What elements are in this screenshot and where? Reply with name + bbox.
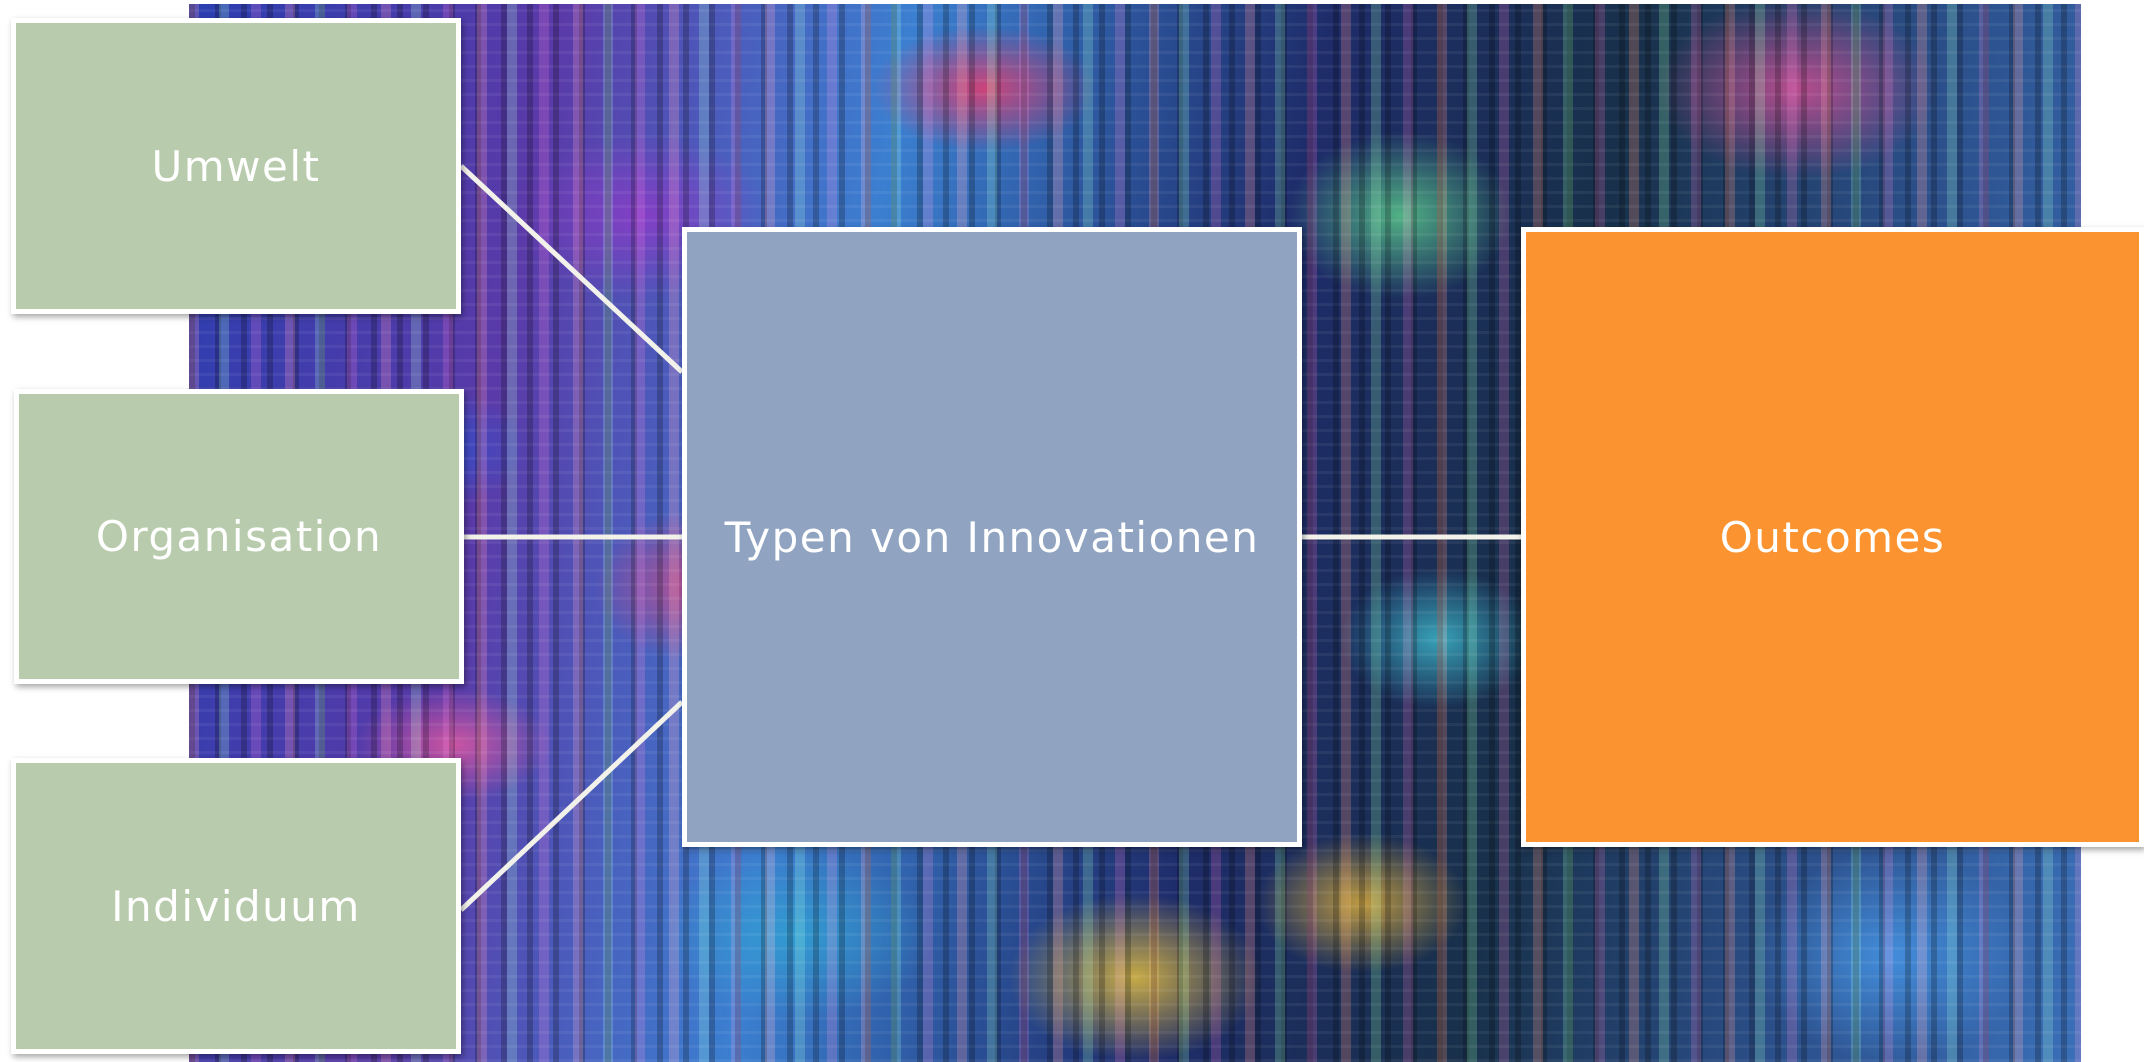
node-typen-von-innovationen: Typen von Innovationen (682, 227, 1302, 847)
node-umwelt: Umwelt (11, 18, 461, 314)
node-organisation-label: Organisation (95, 512, 383, 561)
connector-individuum-typen (459, 700, 684, 912)
node-organisation: Organisation (14, 389, 464, 684)
node-outcomes-label: Outcomes (1719, 512, 1946, 562)
node-umwelt-label: Umwelt (151, 141, 321, 191)
node-individuum: Individuum (11, 758, 461, 1054)
node-outcomes: Outcomes (1521, 227, 2144, 847)
connector-umwelt-typen (459, 164, 684, 374)
node-individuum-label: Individuum (111, 881, 361, 931)
node-typen-label: Typen von Innovationen (724, 512, 1260, 562)
